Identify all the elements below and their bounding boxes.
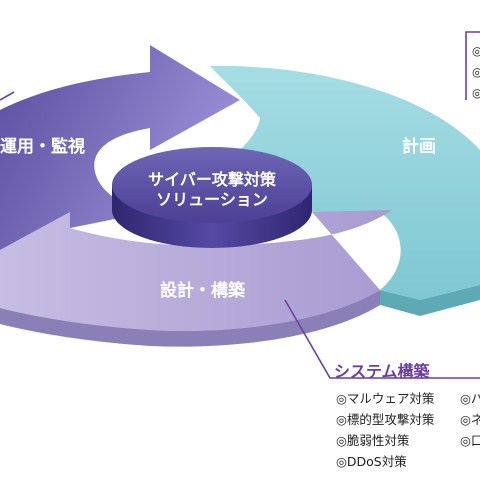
stage-label-design: 設計・構築 bbox=[160, 281, 245, 301]
callout-title: システム構築 bbox=[334, 362, 430, 381]
center-cylinder bbox=[112, 147, 312, 248]
center-title-line2: ソリューション bbox=[156, 190, 268, 209]
list-item: ◎口 bbox=[460, 433, 480, 448]
stage-label-planning: 計画 bbox=[402, 137, 436, 157]
center-title: サイバー攻撃対策 ソリューション bbox=[112, 170, 312, 210]
callout-list-right: ◎パ ◎ネ ◎口 bbox=[460, 388, 480, 451]
planning-arrow bbox=[210, 65, 480, 316]
top-right-partial-list: ◎ ◎ ◎ bbox=[472, 40, 480, 103]
callout-lines bbox=[0, 31, 480, 379]
list-item: ◎マルウェア対策 bbox=[336, 391, 435, 406]
list-item: ◎ bbox=[472, 44, 480, 58]
list-item: ◎DDoS対策 bbox=[336, 454, 407, 469]
list-item: ◎脆弱性対策 bbox=[336, 433, 410, 448]
list-item: ◎ネ bbox=[460, 412, 480, 427]
list-item: ◎ bbox=[472, 65, 480, 79]
center-title-line1: サイバー攻撃対策 bbox=[148, 170, 276, 189]
design-arrow bbox=[0, 210, 392, 347]
list-item: ◎パ bbox=[460, 391, 480, 406]
stage-label-operation: 運用・監視 bbox=[0, 137, 85, 157]
list-item: ◎標的型攻撃対策 bbox=[336, 412, 435, 427]
callout-list-left: ◎マルウェア対策 ◎標的型攻撃対策 ◎脆弱性対策 ◎DDoS対策 bbox=[336, 388, 434, 472]
list-item: ◎ bbox=[472, 86, 480, 100]
operation-arrow bbox=[0, 45, 240, 250]
